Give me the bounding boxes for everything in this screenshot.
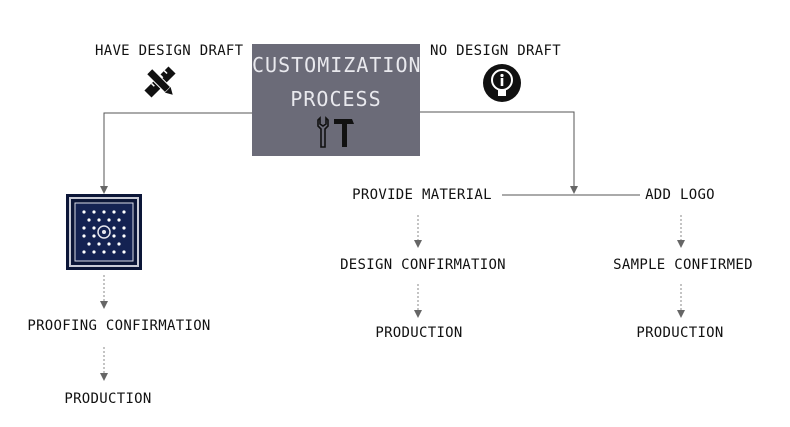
design-confirmation-step: DESIGN CONFIRMATION xyxy=(340,257,506,273)
right-production-step: PRODUCTION xyxy=(636,325,723,341)
left-step-production: PRODUCTION xyxy=(64,391,151,407)
mid-production-step: PRODUCTION xyxy=(375,325,462,341)
sample-confirmed-step: SAMPLE CONFIRMED xyxy=(613,257,753,273)
provide-material-title: PROVIDE MATERIAL xyxy=(352,187,492,203)
right-branch-heading: NO DESIGN DRAFT xyxy=(430,43,561,59)
left-step-proofing: PROOFING CONFIRMATION xyxy=(27,318,210,334)
bandana-sample-image xyxy=(66,194,142,270)
central-title-line2: PROCESS xyxy=(252,82,420,116)
tools-icon xyxy=(314,116,358,150)
connector-right xyxy=(420,112,574,190)
connector-left xyxy=(104,113,252,190)
customization-process-box: CUSTOMIZATION PROCESS xyxy=(252,44,420,156)
lightbulb-info-icon xyxy=(482,63,522,103)
central-title-line1: CUSTOMIZATION xyxy=(252,48,420,82)
pencil-ruler-icon xyxy=(141,63,179,101)
left-branch-heading: HAVE DESIGN DRAFT xyxy=(95,43,243,59)
add-logo-title: ADD LOGO xyxy=(645,187,715,203)
